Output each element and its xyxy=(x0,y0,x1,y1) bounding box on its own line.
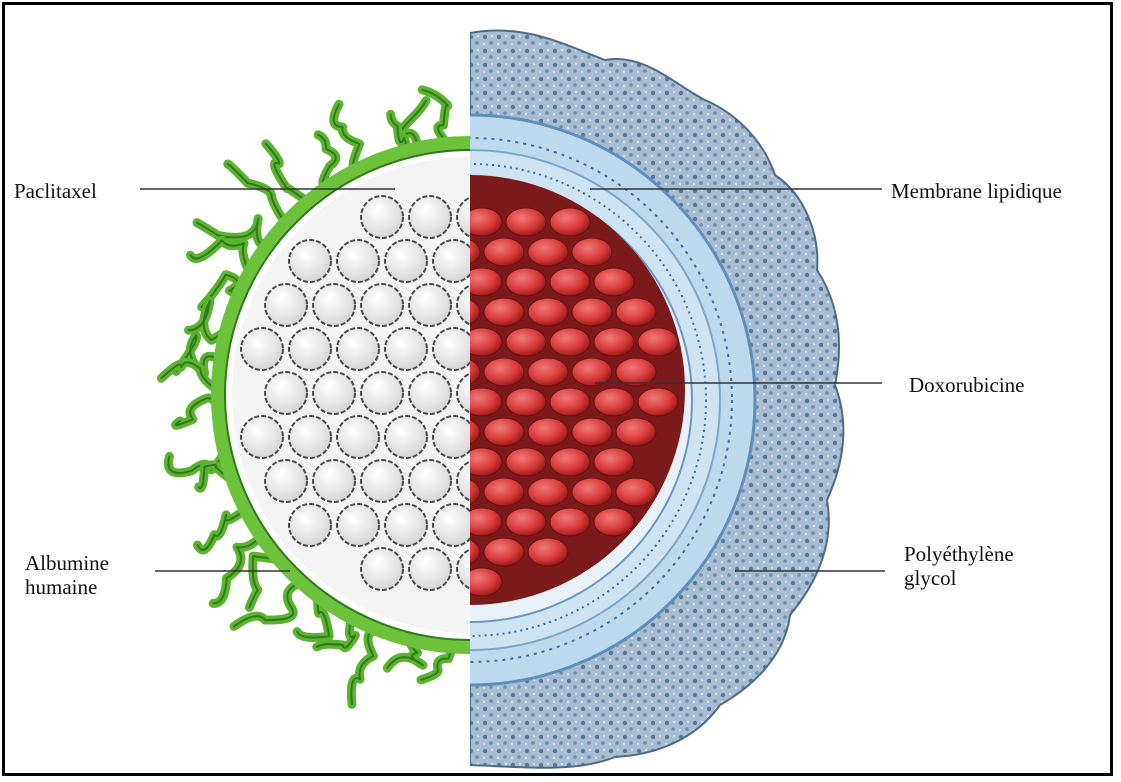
label-doxorubicine-text: Doxorubicine xyxy=(909,373,1024,397)
paclitaxel-particle xyxy=(361,372,403,414)
label-albumine-line2: humaine xyxy=(25,575,109,599)
label-paclitaxel: Paclitaxel xyxy=(14,179,97,203)
doxorubicin-particle xyxy=(484,298,524,326)
paclitaxel-particle xyxy=(313,372,355,414)
paclitaxel-particle xyxy=(433,240,475,282)
paclitaxel-particle xyxy=(409,196,451,238)
doxorubicin-particle xyxy=(638,388,678,416)
doxorubicin-particle xyxy=(506,508,546,536)
paclitaxel-particle xyxy=(433,328,475,370)
paclitaxel-particle xyxy=(265,372,307,414)
paclitaxel-particle xyxy=(289,328,331,370)
doxorubicin-particle xyxy=(528,538,568,566)
doxorubicin-particle xyxy=(550,328,590,356)
doxorubicin-particle xyxy=(616,358,656,386)
label-peg-line2: glycol xyxy=(904,566,1014,590)
doxorubicin-particle xyxy=(550,268,590,296)
doxorubicin-particle xyxy=(594,388,634,416)
doxorubicin-particle xyxy=(638,328,678,356)
paclitaxel-particle xyxy=(337,416,379,458)
paclitaxel-particle xyxy=(433,504,475,546)
doxorubicin-particle xyxy=(484,538,524,566)
paclitaxel-particle xyxy=(313,284,355,326)
doxorubicin-particle xyxy=(528,358,568,386)
doxorubicin-particle xyxy=(484,238,524,266)
paclitaxel-particle xyxy=(313,460,355,502)
paclitaxel-particle xyxy=(361,548,403,590)
paclitaxel-particle xyxy=(409,284,451,326)
label-albumine-line1: Albumine xyxy=(25,551,109,575)
doxorubicin-particle xyxy=(572,298,612,326)
doxorubicin-particle xyxy=(550,508,590,536)
doxorubicin-particle xyxy=(506,448,546,476)
label-polyethylene-glycol: Polyéthylène glycol xyxy=(904,542,1014,590)
doxorubicin-particle xyxy=(484,418,524,446)
paclitaxel-particle xyxy=(337,328,379,370)
paclitaxel-particle xyxy=(409,460,451,502)
doxorubicin-particle xyxy=(572,418,612,446)
paclitaxel-particle xyxy=(289,240,331,282)
paclitaxel-particle xyxy=(433,416,475,458)
paclitaxel-particle xyxy=(265,284,307,326)
paclitaxel-particle xyxy=(241,416,283,458)
doxorubicin-particle xyxy=(616,478,656,506)
albumin-tendril xyxy=(161,362,218,390)
doxorubicin-particle xyxy=(528,418,568,446)
doxorubicin-particle xyxy=(594,268,634,296)
paclitaxel-particle xyxy=(361,284,403,326)
paclitaxel-particle xyxy=(337,240,379,282)
label-doxorubicine: Doxorubicine xyxy=(909,373,1024,397)
doxorubicin-particle xyxy=(550,388,590,416)
doxorubicin-particle xyxy=(506,328,546,356)
paclitaxel-particle xyxy=(409,372,451,414)
doxorubicin-particle xyxy=(528,478,568,506)
doxorubicin-particle xyxy=(484,478,524,506)
doxorubicin-particle xyxy=(550,208,590,236)
paclitaxel-particle xyxy=(289,416,331,458)
doxorubicin-particle xyxy=(594,328,634,356)
doxorubicin-particle xyxy=(572,478,612,506)
doxorubicin-particle xyxy=(594,508,634,536)
doxorubicin-particle xyxy=(594,448,634,476)
paclitaxel-particle xyxy=(385,504,427,546)
paclitaxel-particle xyxy=(265,460,307,502)
paclitaxel-particle xyxy=(385,328,427,370)
paclitaxel-particle xyxy=(289,504,331,546)
paclitaxel-particle xyxy=(361,196,403,238)
label-paclitaxel-text: Paclitaxel xyxy=(14,179,97,203)
doxorubicin-particle xyxy=(528,238,568,266)
paclitaxel-particle xyxy=(385,240,427,282)
doxorubicin-particle xyxy=(506,388,546,416)
paclitaxel-particle xyxy=(337,504,379,546)
doxorubicin-particle xyxy=(572,238,612,266)
doxorubicin-particle xyxy=(550,448,590,476)
label-albumine-humaine: Albumine humaine xyxy=(25,551,109,599)
doxorubicin-particle xyxy=(616,298,656,326)
label-peg-line1: Polyéthylène xyxy=(904,542,1014,566)
doxorubicin-particle xyxy=(506,268,546,296)
paclitaxel-particle xyxy=(385,416,427,458)
label-membrane-lipidique: Membrane lipidique xyxy=(891,179,1062,203)
doxorubicin-particle xyxy=(484,358,524,386)
paclitaxel-particle xyxy=(361,460,403,502)
paclitaxel-particle xyxy=(409,548,451,590)
paclitaxel-particle xyxy=(241,328,283,370)
doxorubicin-particle xyxy=(572,358,612,386)
label-membrane-text: Membrane lipidique xyxy=(891,179,1062,203)
doxorubicin-particle xyxy=(528,298,568,326)
doxorubicin-particle xyxy=(616,418,656,446)
doxorubicin-particle xyxy=(506,208,546,236)
